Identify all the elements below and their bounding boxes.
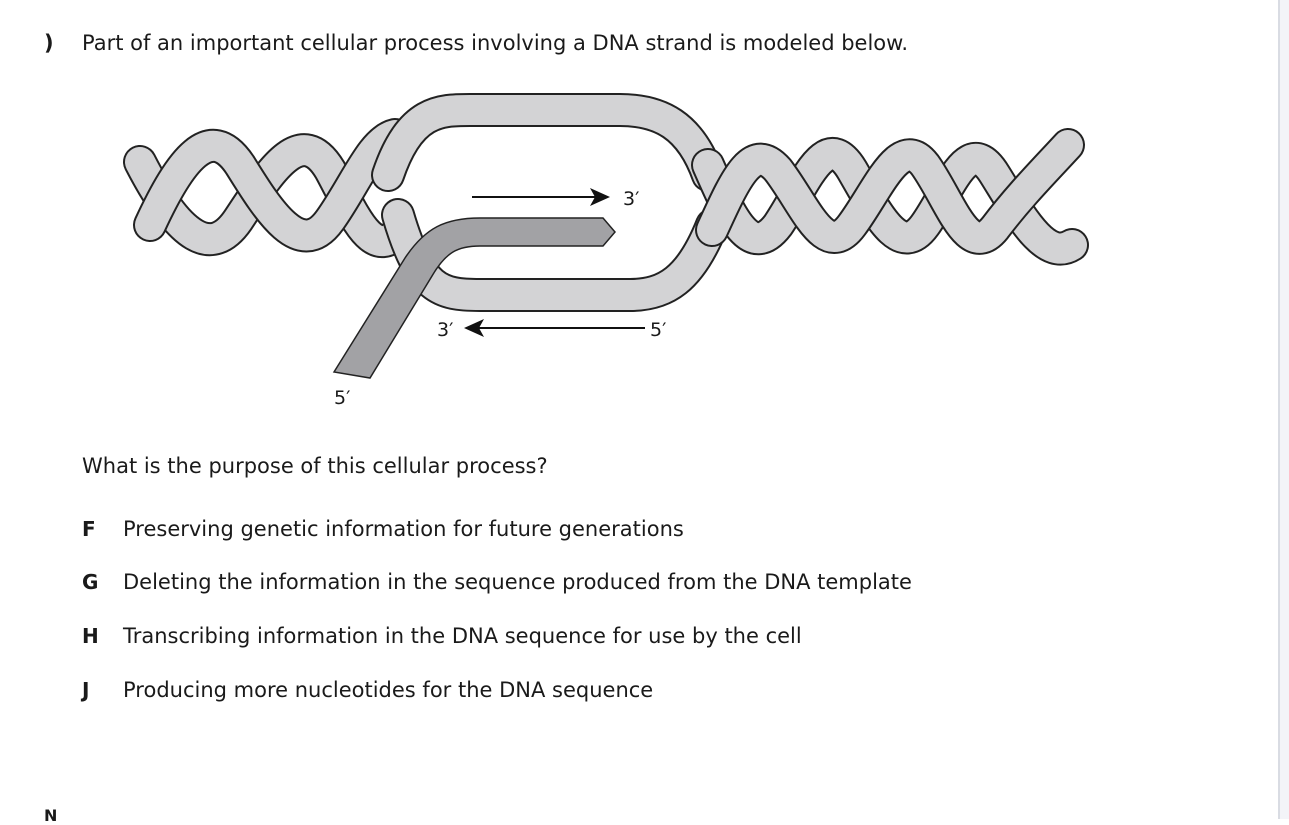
label-bottom-3prime: 3′ — [437, 319, 453, 341]
direction-arrow-bottom — [464, 319, 645, 337]
question-prompt: What is the purpose of this cellular pro… — [82, 454, 548, 478]
panel-divider — [1278, 0, 1280, 819]
option-letter: F — [82, 517, 96, 541]
next-question-marker: N — [44, 806, 58, 825]
scrollbar-track[interactable] — [1280, 0, 1289, 819]
right-helix — [691, 128, 1089, 266]
answer-option-g[interactable]: G Deleting the information in the sequen… — [82, 567, 912, 597]
new-rna-strand — [332, 217, 616, 379]
option-letter: G — [82, 570, 99, 594]
option-text: Transcribing information in the DNA sequ… — [123, 624, 802, 648]
answer-option-f[interactable]: F Preserving genetic information for fut… — [82, 514, 684, 544]
option-text: Preserving genetic information for futur… — [123, 517, 684, 541]
label-bottom-5prime: 5′ — [650, 319, 666, 341]
option-text: Producing more nucleotides for the DNA s… — [123, 678, 654, 702]
option-letter: J — [82, 678, 90, 702]
left-helix — [123, 118, 417, 258]
answer-option-h[interactable]: H Transcribing information in the DNA se… — [82, 621, 802, 651]
question-marker: ) — [44, 31, 54, 55]
direction-arrow-top — [472, 188, 610, 206]
dna-transcription-diagram: 3′ 3′ 5′ 5′ — [123, 93, 1089, 409]
option-text: Deleting the information in the sequence… — [123, 570, 912, 594]
label-strand-5prime: 5′ — [334, 387, 350, 409]
question-stem: Part of an important cellular process in… — [82, 31, 909, 55]
option-letter: H — [82, 624, 99, 648]
label-top-3prime: 3′ — [623, 188, 639, 210]
answer-option-j[interactable]: J Producing more nucleotides for the DNA… — [82, 675, 653, 705]
